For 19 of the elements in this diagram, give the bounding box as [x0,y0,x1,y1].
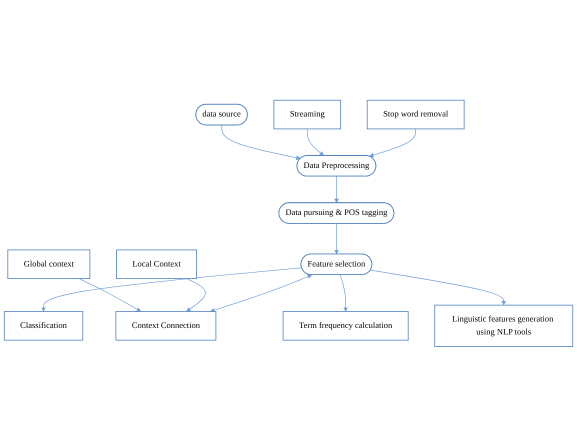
node-box: Streaming [274,100,342,130]
node-box: Term frequency calculation [282,311,409,341]
node-box: Context Connection [116,311,216,341]
node-box: Global context [7,250,90,280]
arrow [78,278,142,312]
node-box: Stop word removal [366,100,465,130]
node-box: Local Context [116,250,198,280]
arrow [370,270,506,306]
node-box: Classification [4,311,84,341]
arrow [41,268,302,312]
arrow [340,274,348,312]
arrow [369,128,416,158]
arrow [186,278,206,312]
node-box: Linguistic features generation using NLP tools [434,304,574,348]
arrow [306,128,324,156]
arrow [210,274,312,313]
arrow [334,223,339,254]
arrow [334,176,339,204]
arrow [221,124,301,160]
